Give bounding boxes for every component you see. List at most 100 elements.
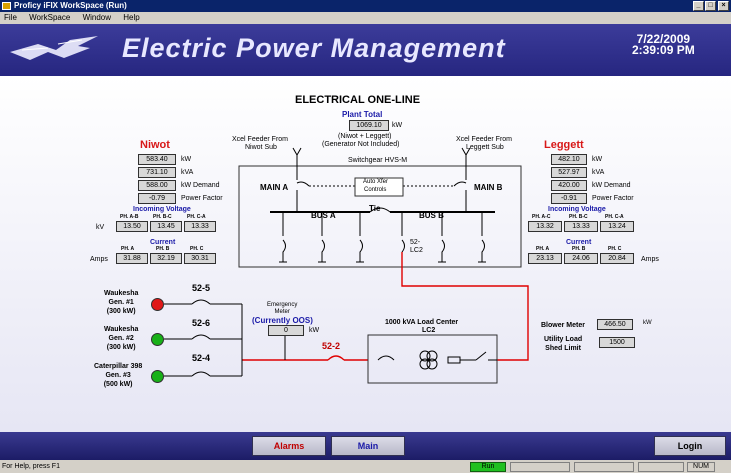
alarms-button[interactable]: Alarms xyxy=(252,436,326,456)
plant-note-2: (Generator Not Included) xyxy=(322,141,400,148)
emergency-meter-label: Emergency Meter xyxy=(267,302,298,315)
niwot-kv-bc: 13.45 xyxy=(150,221,182,232)
window-titlebar: Proficy iFIX WorkSpace (Run) xyxy=(0,0,731,12)
gen3-status-indicator[interactable] xyxy=(151,370,164,383)
niwot-pf-label: Power Factor xyxy=(181,195,223,202)
niwot-title: Niwot xyxy=(140,139,170,151)
close-button[interactable]: × xyxy=(718,1,729,11)
leggett-phase-i-2: PH. B xyxy=(572,246,586,252)
switchgear-label: Switchgear HVS-M xyxy=(348,157,408,164)
niwot-amps-b: 32.19 xyxy=(150,253,182,264)
niwot-kw-value: 583.40 xyxy=(138,154,176,165)
plant-note-1: (Niwot + Leggett) xyxy=(338,133,392,140)
leggett-amps-a: 23.13 xyxy=(528,253,562,264)
leggett-pf-label: Power Factor xyxy=(592,195,634,202)
minimize-button[interactable]: _ xyxy=(693,1,704,11)
menu-workspace[interactable]: WorkSpace xyxy=(29,13,71,22)
status-num-indicator: NUM xyxy=(687,462,715,472)
gen2-label: Waukesha Gen. #2 (300 kW) xyxy=(104,326,139,351)
gen1-label: Waukesha Gen. #1 (300 kW) xyxy=(104,290,139,315)
leggett-kv-ca: 13.24 xyxy=(600,221,634,232)
leggett-kw-label: kW xyxy=(592,156,603,163)
niwot-kv-label: kV xyxy=(96,224,105,231)
auto-xfer-label-1[interactable]: Auto Xfer xyxy=(363,179,389,185)
leggett-amps-c: 20.84 xyxy=(600,253,634,264)
menu-file[interactable]: File xyxy=(4,13,17,22)
status-pane xyxy=(574,462,634,472)
header-date: 7/22/2009 xyxy=(636,32,691,46)
plant-total-label: Plant Total xyxy=(342,110,383,119)
feeder-niwot-label-1: Xcel Feeder From xyxy=(232,136,289,143)
header-banner xyxy=(0,24,731,76)
leggett-voltage-label: Incoming Voltage xyxy=(548,206,606,213)
menu-window[interactable]: Window xyxy=(82,13,112,22)
blower-meter-label: Blower Meter xyxy=(541,322,585,329)
niwot-voltage-label: Incoming Voltage xyxy=(133,206,191,213)
feeder-niwot-label-2: Niwot Sub xyxy=(245,144,277,151)
niwot-kva-value: 731.10 xyxy=(138,167,176,178)
leggett-kv-bc: 13.33 xyxy=(564,221,598,232)
header-title: Electric Power Management xyxy=(122,33,506,63)
gen2-status-indicator[interactable] xyxy=(151,333,164,346)
niwot-phase-i-3: PH. C xyxy=(190,246,204,252)
emergency-meter-unit: kW xyxy=(309,327,320,334)
niwot-phase-v-2: PH. B-C xyxy=(153,214,172,220)
leggett-phase-v-1: PH. A-C xyxy=(532,214,551,220)
leggett-kv-ac: 13.32 xyxy=(528,221,562,232)
niwot-amps-a: 31.88 xyxy=(116,253,148,264)
lc2-breaker-label-1[interactable]: 52- xyxy=(410,239,421,246)
breaker-52-6[interactable]: 52-6 xyxy=(192,318,211,328)
leggett-phase-v-3: PH. C-A xyxy=(605,214,624,220)
niwot-kv-ab: 13.50 xyxy=(116,221,148,232)
niwot-phase-i-2: PH. B xyxy=(156,246,170,252)
load-center-label-1: 1000 kVA Load Center xyxy=(385,319,459,326)
niwot-amps-c: 30.31 xyxy=(184,253,216,264)
main-a-breaker[interactable]: MAIN A xyxy=(260,183,289,192)
leggett-demand-label: kW Demand xyxy=(592,182,631,189)
plant-total-value: 1069.10 xyxy=(349,120,389,131)
niwot-kva-label: kVA xyxy=(181,169,194,176)
main-button[interactable]: Main xyxy=(331,436,405,456)
niwot-current-label: Current xyxy=(150,239,176,246)
oneline-title: ELECTRICAL ONE-LINE xyxy=(295,94,421,106)
leggett-kw-value: 482.10 xyxy=(551,154,587,165)
leggett-amps-b: 24.06 xyxy=(564,253,598,264)
blower-meter-value: 466.50 xyxy=(597,319,633,330)
login-button[interactable]: Login xyxy=(654,436,726,456)
emergency-oos-label: (Currently OOS) xyxy=(252,316,313,325)
gen1-status-indicator[interactable] xyxy=(151,298,164,311)
breaker-52-2[interactable]: 52-2 xyxy=(322,341,341,351)
niwot-pf-value: -0.79 xyxy=(138,193,176,204)
breaker-52-4[interactable]: 52-4 xyxy=(192,353,211,363)
tie-breaker[interactable]: Tie xyxy=(369,204,381,213)
maximize-button[interactable]: □ xyxy=(705,1,716,11)
blower-meter-unit: kW xyxy=(643,320,652,326)
niwot-demand-value: 588.00 xyxy=(138,180,176,191)
gen3-label: Caterpillar 398 Gen. #3 (500 kW) xyxy=(94,363,143,388)
bus-b-label: BUS B xyxy=(419,211,444,220)
feeder-leggett-label-1: Xcel Feeder From xyxy=(456,136,513,143)
app-icon xyxy=(2,2,11,10)
niwot-phase-v-3: PH. C-A xyxy=(187,214,206,220)
breaker-52-5[interactable]: 52-5 xyxy=(192,283,211,293)
leggett-demand-value: 420.00 xyxy=(551,180,587,191)
auto-xfer-label-2[interactable]: Controls xyxy=(364,187,387,193)
leggett-phase-v-2: PH. B-C xyxy=(569,214,588,220)
menu-help[interactable]: Help xyxy=(123,13,140,22)
lc2-breaker-label-2[interactable]: LC2 xyxy=(410,247,423,254)
status-bar: For Help, press F1 xyxy=(0,460,731,473)
niwot-phase-v-1: PH. A-B xyxy=(120,214,139,220)
one-line-diagram xyxy=(164,147,529,384)
niwot-kw-label: kW xyxy=(181,156,192,163)
lightning-logo-icon xyxy=(10,36,98,60)
header-time: 2:39:09 PM xyxy=(632,43,695,57)
bus-a-label: BUS A xyxy=(311,211,336,220)
status-run-indicator: Run xyxy=(470,462,506,472)
status-pane xyxy=(638,462,684,472)
emergency-meter-value: 0 xyxy=(268,325,304,336)
niwot-demand-label: kW Demand xyxy=(181,182,220,189)
niwot-phase-i-1: PH. A xyxy=(121,246,135,252)
utility-shed-value[interactable]: 1500 xyxy=(599,337,635,348)
main-b-breaker[interactable]: MAIN B xyxy=(474,183,503,192)
header-datetime: 7/22/2009 2:39:09 PM xyxy=(632,32,695,57)
